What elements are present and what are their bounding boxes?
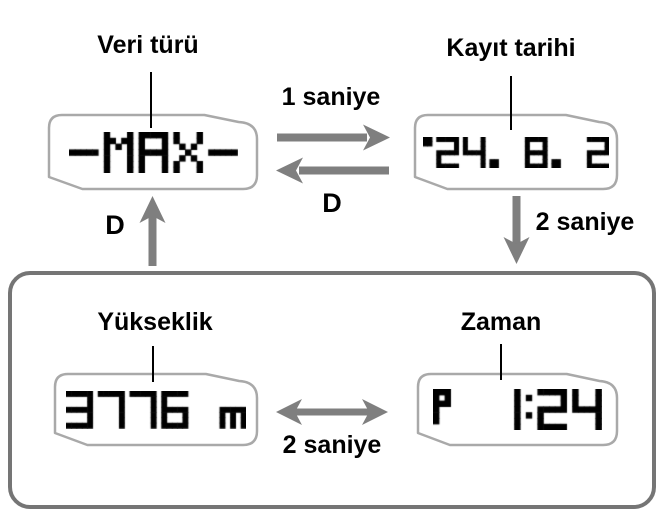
label-button-d-left: D	[105, 210, 125, 240]
lcd-text-data-type	[68, 131, 238, 173]
leader-line-altitude	[152, 346, 154, 382]
label-altitude: Yükseklik	[97, 308, 213, 336]
lcd-panel-altitude	[52, 371, 260, 448]
leader-line-data-type	[150, 72, 152, 128]
arrow-down-icon	[503, 196, 530, 264]
lcd-text-altitude	[66, 390, 246, 429]
label-record-date: Kayıt tarihi	[446, 34, 576, 62]
label-2-seconds-right: 2 saniye	[535, 208, 635, 236]
arrow-up-icon	[139, 196, 166, 266]
lcd-text-record-date	[423, 136, 609, 168]
label-2-seconds-bottom: 2 saniye	[282, 431, 382, 459]
recorded-data-group-box	[8, 271, 656, 509]
label-data-type: Veri türü	[97, 31, 199, 59]
label-button-d-top: D	[322, 188, 342, 218]
arrow-double-icon	[276, 399, 388, 425]
leader-line-record-date	[510, 76, 512, 130]
arrow-right-icon	[277, 124, 390, 151]
lcd-panel-record-date	[412, 112, 620, 192]
lcd-panel-time	[415, 371, 620, 448]
arrow-left-icon	[276, 157, 389, 184]
label-time: Zaman	[460, 308, 542, 336]
lcd-panel-data-type	[46, 112, 260, 192]
leader-line-time	[500, 344, 502, 380]
lcd-text-time	[433, 389, 602, 430]
label-1-second: 1 saniye	[281, 83, 381, 111]
